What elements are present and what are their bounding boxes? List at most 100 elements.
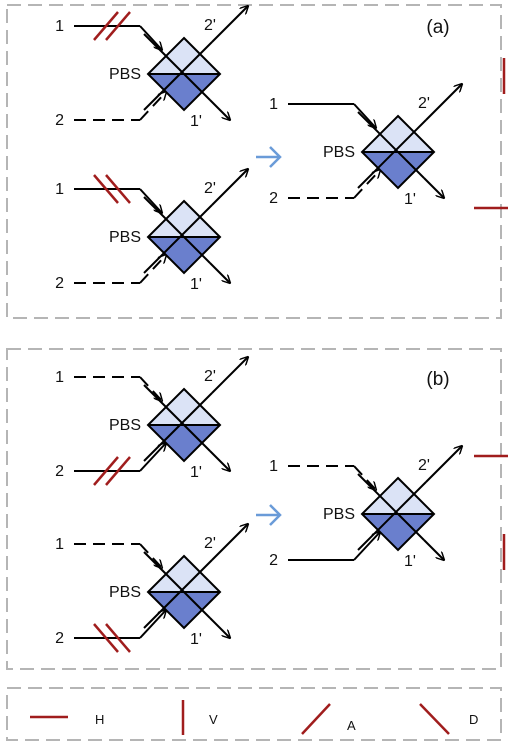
polarization-d-mark [105, 623, 131, 653]
pbs-lower-face [362, 514, 434, 550]
input-2-diagonal [353, 532, 380, 561]
pbs-lower-face [148, 425, 220, 461]
input-2-label: 2 [55, 275, 64, 292]
input-2-label: 2 [269, 552, 278, 569]
input-2-label: 2 [55, 112, 64, 129]
panel-b-tag: (b) [426, 369, 449, 390]
beam-1-line [143, 392, 213, 462]
output-1p-label: 1' [404, 553, 416, 570]
input-1-diagonal [353, 103, 376, 128]
output-2p-arrow [211, 524, 248, 561]
input-2-diagonal [139, 610, 166, 639]
input-1-label: 1 [55, 536, 64, 553]
panel-a-tag: (a) [426, 17, 449, 38]
pbs-cube-icon [146, 554, 222, 630]
output-2p-label: 2' [204, 368, 216, 385]
legend-a-label: A [347, 718, 356, 733]
polarization-d-mark [93, 623, 119, 653]
legend-d-symbol [419, 703, 450, 735]
output-1p-arrow [209, 617, 230, 638]
output-1p-label: 1' [190, 464, 202, 481]
transition-arrow-a [256, 146, 282, 168]
legend-h-label: H [95, 712, 104, 727]
legend-a-symbol [301, 703, 331, 735]
panel-a-frame [6, 4, 502, 319]
pbs-lower-face [362, 152, 434, 188]
input-1-label: 1 [269, 96, 278, 113]
polarization-d-mark [105, 174, 131, 204]
input-2-diagonal [139, 255, 166, 284]
output-2p-label: 2' [418, 95, 430, 112]
pbs-label: PBS [109, 229, 141, 246]
output-2p-label: 2' [204, 535, 216, 552]
pbs-cube-icon [146, 387, 222, 463]
output-1p-arrow [423, 539, 444, 560]
input-1-diagonal [139, 376, 162, 401]
polarization-a-mark [93, 11, 119, 41]
output-1p-arrow [209, 99, 230, 120]
pbs-unit-b-right: 1 2 PBS 2' 1' [269, 446, 508, 570]
input-1-label: 1 [55, 181, 64, 198]
pbs-upper-face [148, 556, 220, 592]
pbs-unit-a-top: 1 2 PBS 2' 1' [55, 6, 248, 130]
output-1p-label: 1' [404, 191, 416, 208]
transition-arrow-b [256, 504, 282, 526]
output-2p-arrow [211, 357, 248, 394]
output-1p-label: 1' [190, 113, 202, 130]
legend: H V A D [30, 700, 478, 735]
input-2-label: 2 [55, 463, 64, 480]
output-2p-arrow [425, 446, 462, 483]
output-2p-label: 2' [204, 17, 216, 34]
pbs-upper-face [148, 201, 220, 237]
output-2p-arrow [211, 6, 248, 43]
output-2p-label: 2' [204, 180, 216, 197]
legend-frame [6, 687, 502, 741]
input-1-diagonal [353, 465, 376, 490]
pbs-unit-a-right: 1 2 PBS 2' 1' [269, 58, 508, 210]
beam-1-line [143, 41, 213, 111]
beam-1-line [357, 119, 427, 189]
beam-1-line [143, 559, 213, 629]
polarization-a-mark [105, 456, 131, 486]
pbs-upper-face [362, 478, 434, 514]
input-1-diagonal [139, 543, 162, 568]
beam-1-line [143, 204, 213, 274]
pbs-lower-face [148, 592, 220, 628]
output-2p-arrow [425, 84, 462, 121]
input-1-label: 1 [55, 369, 64, 386]
output-2p-label: 2' [418, 457, 430, 474]
output-1p-arrow [423, 177, 444, 198]
pbs-lower-face [148, 237, 220, 273]
input-1-diagonal [139, 25, 162, 50]
pbs-cube-icon [146, 36, 222, 112]
pbs-label: PBS [323, 506, 355, 523]
input-1-label: 1 [269, 458, 278, 475]
pbs-cube-icon [360, 476, 436, 552]
pbs-label: PBS [323, 144, 355, 161]
input-1-label: 1 [55, 18, 64, 35]
beam-1-line [357, 481, 427, 551]
output-1p-label: 1' [190, 631, 202, 648]
pbs-lower-face [148, 74, 220, 110]
pbs-label: PBS [109, 584, 141, 601]
pbs-cube-icon [146, 199, 222, 275]
legend-v-label: V [209, 712, 218, 727]
output-1p-arrow [209, 262, 230, 283]
output-1p-arrow [209, 450, 230, 471]
pbs-upper-face [148, 38, 220, 74]
pbs-label: PBS [109, 66, 141, 83]
output-1p-label: 1' [190, 276, 202, 293]
pbs-upper-face [148, 389, 220, 425]
pbs-label: PBS [109, 417, 141, 434]
input-2-label: 2 [269, 190, 278, 207]
polarization-a-mark [93, 456, 119, 486]
panel-b-frame [6, 348, 502, 670]
output-2p-arrow [211, 169, 248, 206]
polarization-a-mark [105, 11, 131, 41]
input-1-diagonal [139, 188, 162, 213]
pbs-unit-b-top: 1 2 PBS 2' 1' [55, 357, 248, 486]
input-2-diagonal [139, 443, 166, 472]
pbs-upper-face [362, 116, 434, 152]
